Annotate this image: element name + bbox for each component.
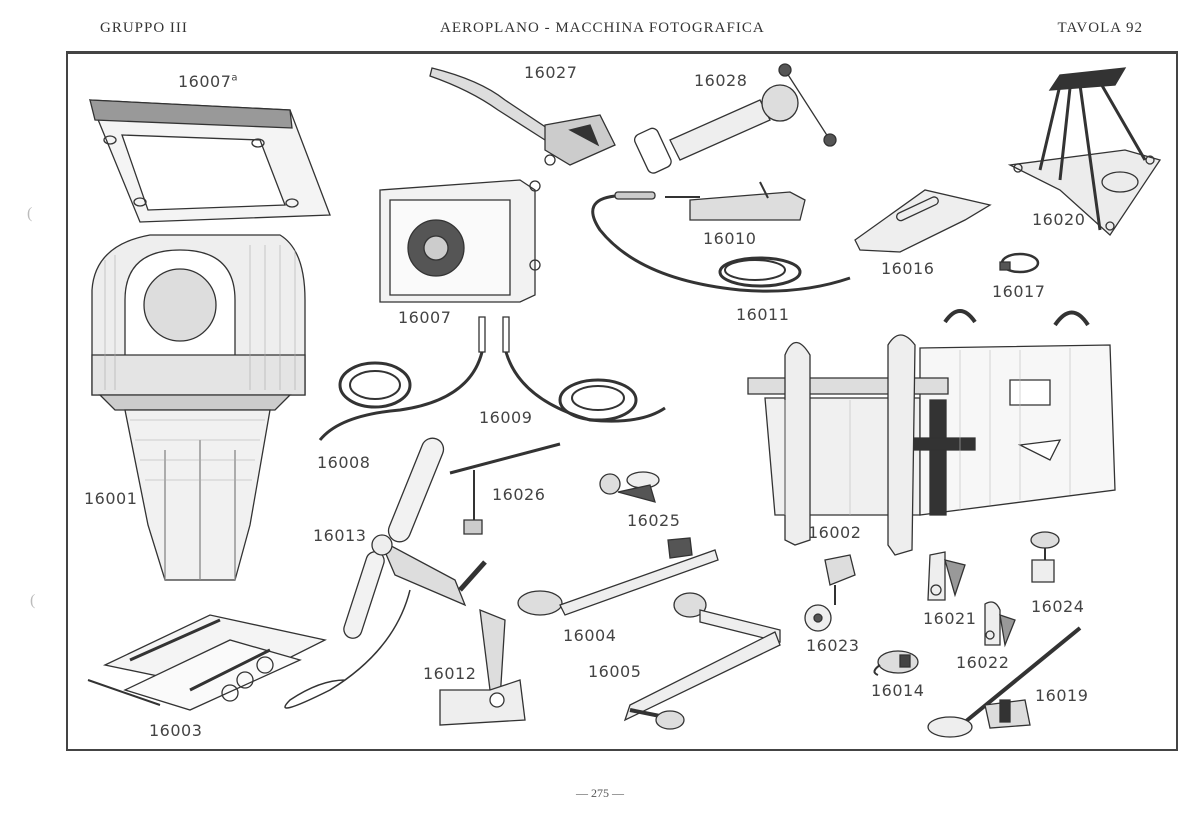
part-16014-illustration [874,651,918,675]
part-16007-illustration [380,180,540,302]
part-16010-illustration [665,182,805,220]
page-number: — 275 — [576,786,624,800]
part-16007a-illustration [90,100,330,222]
margin-mark: ( [27,205,33,222]
part-label-16028: 16028 [694,71,748,90]
part-label-16019: 16019 [1035,686,1089,705]
part-16024-illustration [1031,532,1059,582]
part-16001-illustration [92,235,305,580]
part-label-16012: 16012 [423,664,477,683]
part-label-16024: 16024 [1031,597,1085,616]
plate-number: TAVOLA 92 [1057,20,1143,36]
part-16026-illustration [450,444,560,534]
part-16003-illustration [88,615,325,710]
part-label-16014: 16014 [871,681,925,700]
part-16017-illustration [1000,254,1038,272]
part-16013-illustration [285,435,485,708]
part-16005-illustration [625,593,780,729]
part-16025-illustration [600,472,659,502]
part-16020-illustration [1010,68,1160,235]
part-16011-illustration [593,192,850,291]
part-label-16008: 16008 [317,453,371,472]
part-label-16010: 16010 [703,229,757,248]
part-16016-illustration [855,190,990,252]
part-label-16009: 16009 [479,408,533,427]
part-label-16007a: 16007a [178,72,239,91]
illustration-frame [66,51,1178,751]
part-label-16023: 16023 [806,636,860,655]
part-label-16004: 16004 [563,626,617,645]
part-label-16001: 16001 [84,489,138,508]
part-16002-illustration [748,311,1115,555]
part-16009-illustration [503,317,665,421]
plate-title: AEROPLANO - MACCHINA FOTOGRAFICA [440,20,765,36]
part-16028-illustration [633,64,836,175]
part-16022-illustration [985,602,1015,645]
part-16019-illustration [928,628,1080,737]
margin-mark: ( [30,592,36,609]
part-label-16027: 16027 [524,63,578,82]
part-16004-illustration [518,538,718,615]
part-label-16026: 16026 [492,485,546,504]
part-label-16025: 16025 [627,511,681,530]
part-label-16022: 16022 [956,653,1010,672]
part-label-16003: 16003 [149,721,203,740]
part-label-16017: 16017 [992,282,1046,301]
part-label-16021: 16021 [923,609,977,628]
part-16012-illustration [440,610,525,725]
part-label-16005: 16005 [588,662,642,681]
part-label-16013: 16013 [313,526,367,545]
part-16023-illustration [805,555,855,631]
part-label-16002: 16002 [808,523,862,542]
group-heading: GRUPPO III [100,20,188,36]
part-16021-illustration [928,552,965,600]
part-label-16016: 16016 [881,259,935,278]
part-16008-illustration [320,317,485,440]
part-16027-illustration [430,68,615,165]
part-label-16011: 16011 [736,305,790,324]
part-label-16007: 16007 [398,308,452,327]
part-label-16020: 16020 [1032,210,1086,229]
